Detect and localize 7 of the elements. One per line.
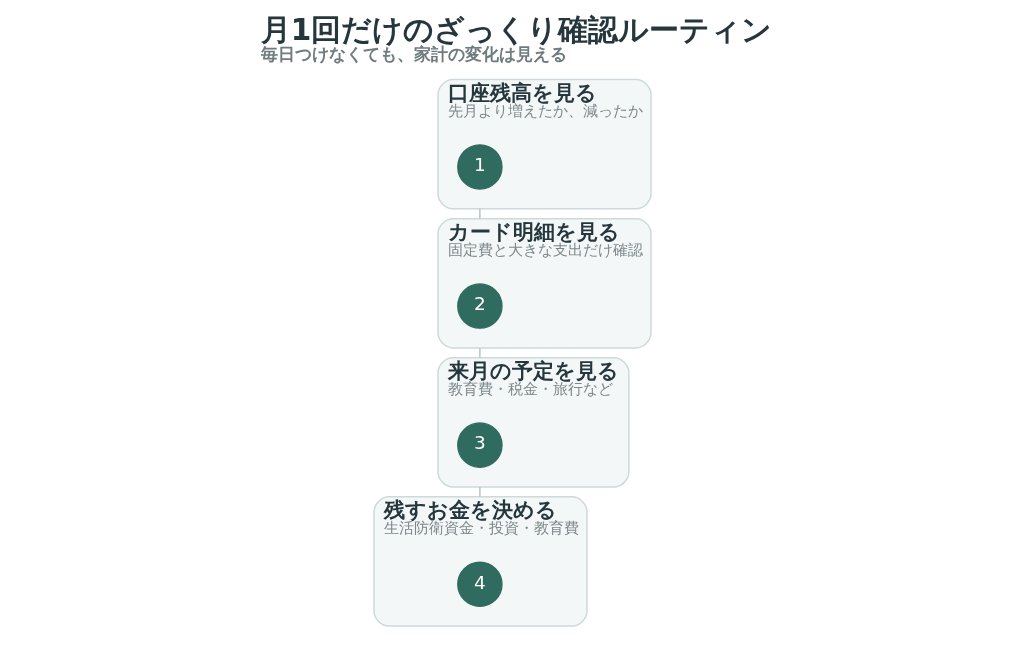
node-circle: 2 <box>456 283 503 329</box>
connector <box>478 347 481 359</box>
connector <box>478 208 481 220</box>
node-circle: 4 <box>456 561 503 607</box>
connector <box>478 486 481 498</box>
node-circle: 3 <box>456 422 503 468</box>
node-circle: 1 <box>456 144 503 190</box>
